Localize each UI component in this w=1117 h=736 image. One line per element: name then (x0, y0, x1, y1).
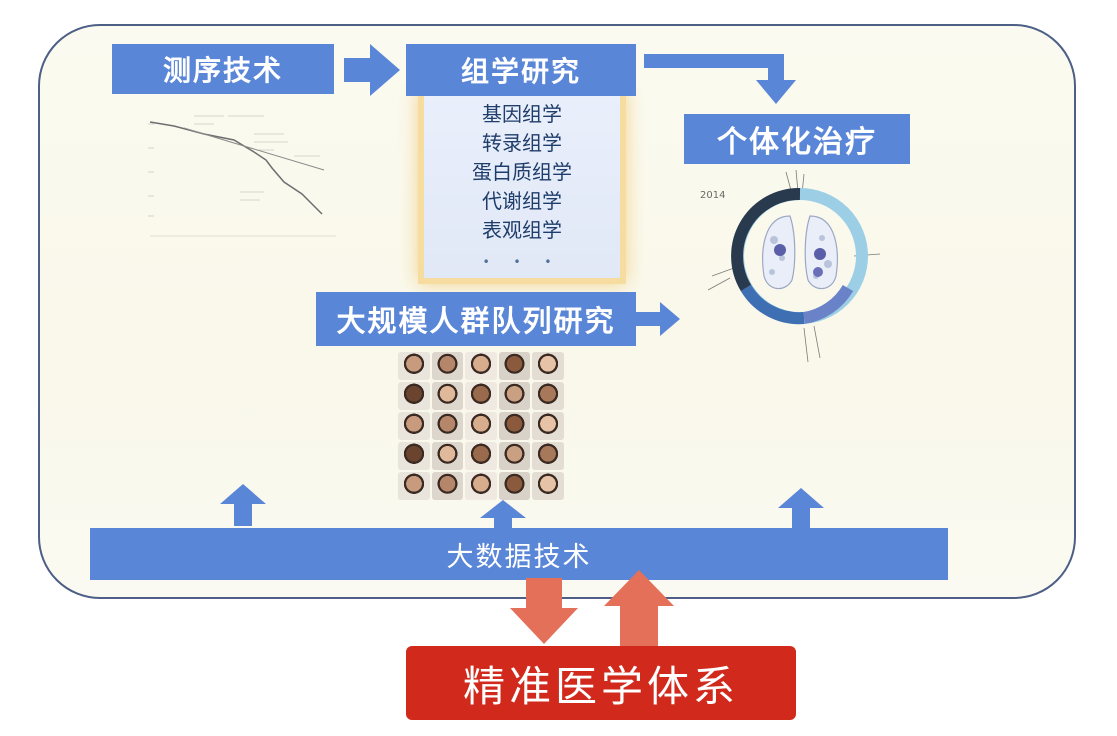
sequencing-tech-box: 测序技术 (112, 44, 334, 94)
person-photo (398, 442, 430, 470)
person-photo (431, 412, 464, 440)
person-photo (532, 352, 564, 380)
personalized-lung-chart: 2014 (700, 169, 881, 363)
person-photo (465, 472, 497, 500)
person-photo (532, 472, 564, 500)
omics-item: 基因组学 (482, 102, 562, 126)
person-photo (532, 442, 564, 470)
person-photo (465, 352, 497, 380)
omics-item: 代谢组学 (482, 189, 562, 213)
person-photo (398, 472, 430, 500)
person-photo (398, 412, 430, 440)
person-photo (431, 352, 464, 380)
omics-ellipsis: • • • (482, 255, 562, 269)
person-photo (498, 442, 531, 470)
omics-item: 转录组学 (482, 131, 562, 155)
person-photo (498, 352, 531, 380)
arrow-up-left (220, 484, 266, 526)
population-cohort-box: 大规模人群队列研究 (316, 292, 636, 346)
big-data-tech-bar: 大数据技术 (90, 528, 948, 580)
person-photo (431, 382, 464, 410)
person-photo (431, 442, 464, 470)
omics-research-box: 组学研究 (406, 44, 636, 96)
precision-medicine-box: 精准医学体系 (406, 646, 796, 720)
arrow-up-center (480, 500, 526, 534)
arrow-down-to-precision (510, 578, 578, 644)
sequencing-cost-chart (148, 115, 336, 237)
omics-item: 蛋白质组学 (472, 160, 572, 184)
arrow-cohort-to-personalized (636, 302, 680, 336)
person-photo (465, 442, 497, 470)
cost-chart-year: 2014 (700, 190, 725, 201)
person-photo (398, 382, 430, 410)
person-photo (465, 412, 497, 440)
population-photo-grid (398, 352, 564, 500)
personalized-treatment-box: 个体化治疗 (684, 114, 910, 164)
person-photo (398, 352, 430, 380)
person-photo (465, 382, 497, 410)
person-photo (498, 382, 531, 410)
person-photo (498, 472, 531, 500)
arrow-up-right (778, 488, 824, 528)
omics-item: 表观组学 (482, 218, 562, 242)
arrow-up-from-precision (604, 570, 674, 646)
person-photo (498, 412, 531, 440)
person-photo (532, 382, 564, 410)
arrow-sequencing-to-omics (344, 44, 400, 96)
person-photo (532, 412, 564, 440)
arrow-omics-to-personalized (644, 54, 796, 104)
omics-list-card: 基因组学 转录组学 蛋白质组学 代谢组学 表观组学 • • • (424, 94, 620, 278)
person-photo (431, 472, 464, 500)
